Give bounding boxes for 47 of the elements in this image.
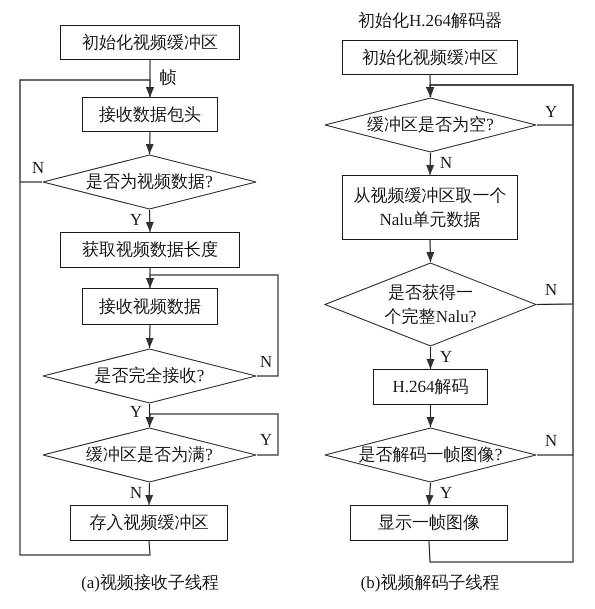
node-text: H.264解码 [391, 376, 470, 398]
arrow [146, 132, 154, 154]
node-text: 从视频缓冲区取一个Nalu单元数据 [352, 184, 508, 230]
node-text: 接收数据包头 [98, 104, 202, 126]
node-text: 是否获得一个完整Nalu? [384, 282, 478, 328]
arrow [146, 274, 279, 377]
process-box [373, 369, 488, 405]
arrow [426, 152, 434, 176]
node-text: 初始化视频缓冲区 [81, 32, 219, 54]
subfigure-caption: (a)视频接收子线程 [80, 572, 220, 594]
edge-label: 帧 [158, 69, 178, 87]
decision-diamond [324, 262, 537, 347]
decision-diamond [42, 154, 257, 210]
arrow [146, 413, 279, 456]
arrow [426, 405, 434, 427]
arrow [426, 240, 434, 262]
node-text: 接收视频数据 [98, 296, 202, 318]
process-box [350, 505, 508, 541]
arrow [19, 79, 154, 556]
arrow [426, 482, 434, 506]
node-text: 存入视频缓冲区 [88, 512, 210, 534]
process-box [82, 288, 218, 325]
node-text: 缓冲区是否为空? [367, 114, 494, 136]
decision-diamond [42, 348, 257, 404]
node-text: 初始化视频缓冲区 [361, 46, 499, 68]
process-box [342, 175, 518, 240]
arrow [426, 347, 434, 369]
node-text: 是否为视频数据? [86, 171, 213, 193]
node-text: 缓冲区是否为满? [86, 444, 213, 466]
node-text: 是否完全接收? [94, 365, 204, 387]
node-text: 显示一帧图像 [377, 512, 481, 534]
process-box [60, 232, 240, 268]
subfigure-caption: (b)视频解码子线程 [360, 572, 500, 594]
arrow [146, 210, 154, 232]
decision-diamond [324, 97, 537, 153]
arrow [146, 324, 154, 348]
decision-diamond [42, 427, 257, 483]
process-box [60, 25, 240, 60]
node-text: 是否解码一帧图像? [358, 444, 502, 466]
step-heading: 初始化H.264解码器 [356, 10, 504, 32]
decision-diamond [324, 427, 537, 483]
process-box [342, 40, 518, 75]
arrow [426, 84, 574, 563]
process-box [70, 505, 228, 541]
node-text: 获取视频数据长度 [81, 239, 219, 261]
arrow [145, 482, 154, 506]
process-box [82, 97, 218, 132]
